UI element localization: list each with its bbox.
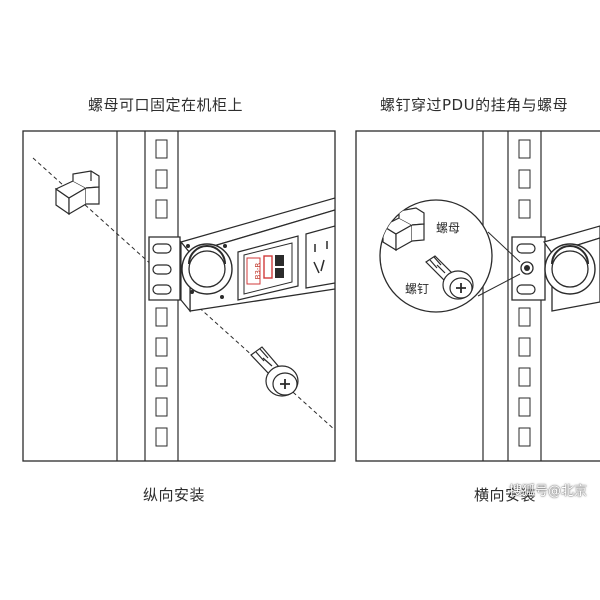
right-panel-title: 螺钉穿过PDU的挂角与螺母 — [380, 96, 569, 114]
right-panel-caption: 横向安装 — [474, 486, 537, 504]
right-mounting-bracket — [511, 236, 546, 301]
nut-label: 螺母 — [436, 221, 460, 235]
left-panel-frame — [22, 130, 336, 462]
callout-leader-bottom — [477, 273, 521, 297]
right-panel: 螺母 螺钉 — [355, 130, 600, 462]
zoom-cage-nut — [381, 207, 425, 252]
left-rack-post — [116, 131, 179, 461]
product-label: B3-R — [254, 263, 262, 280]
zoom-callout: 螺母 螺钉 — [379, 199, 493, 313]
zoom-screw — [425, 255, 474, 300]
callout-leader-top — [487, 231, 521, 263]
screw-label: 螺钉 — [405, 282, 429, 296]
watermark: 搜狐号@北京 — [509, 484, 588, 499]
left-panel-caption: 纵向安装 — [143, 486, 206, 504]
switch-rocker — [263, 255, 273, 279]
cage-nut — [54, 170, 100, 216]
mounting-bracket — [148, 236, 181, 301]
pdu-unit: B3-R — [179, 197, 335, 313]
left-panel-title: 螺母可口固定在机柜上 — [88, 96, 244, 114]
pdu-outlet — [305, 225, 335, 289]
right-panel-frame — [355, 130, 600, 462]
screw — [250, 346, 299, 397]
right-pdu-unit — [543, 225, 600, 312]
left-panel: B3-R — [22, 130, 336, 462]
